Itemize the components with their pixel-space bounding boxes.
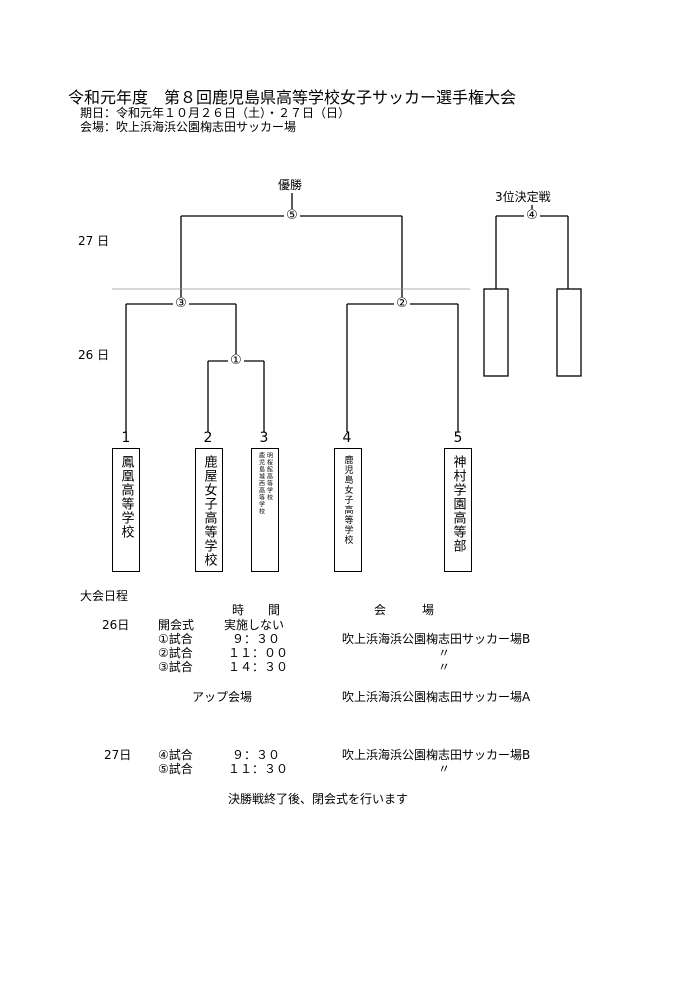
warmup-venue: 吹上浜海浜公園椈志田サッカー場A bbox=[342, 690, 531, 704]
event-venue: 会場：吹上浜海浜公園椈志田サッカー場 bbox=[80, 120, 297, 134]
schedule-time: 実施しない bbox=[224, 618, 285, 632]
match-3-node: ③ bbox=[173, 297, 189, 311]
team-name-5: 神村学園高等部 bbox=[450, 455, 466, 553]
schedule-col-time: 時 間 bbox=[232, 603, 281, 617]
team-number-2: 2 bbox=[203, 430, 213, 446]
team-number-3: 3 bbox=[259, 430, 269, 446]
match-4-node: ④ bbox=[524, 209, 540, 223]
schedule-venue: 〃 bbox=[438, 646, 451, 660]
schedule-day: 26日 bbox=[102, 618, 130, 632]
day26-label: 26 日 bbox=[78, 348, 110, 362]
match-1-node: ① bbox=[228, 354, 244, 368]
schedule-event: ①試合 bbox=[158, 632, 193, 646]
match-5-node: ⑤ bbox=[284, 209, 300, 223]
schedule-event: ③試合 bbox=[158, 660, 193, 674]
team-box-5: 神村学園高等部 bbox=[444, 448, 472, 572]
team-number-1: 1 bbox=[121, 430, 131, 446]
schedule-venue: 吹上浜海浜公園椈志田サッカー場B bbox=[342, 748, 531, 762]
schedule-day: 27日 bbox=[104, 748, 132, 762]
schedule-venue: 〃 bbox=[438, 660, 451, 674]
match-2-node: ② bbox=[394, 297, 410, 311]
schedule-footer: 決勝戦終了後、閉会式を行います bbox=[228, 792, 409, 806]
day27-label: 27 日 bbox=[78, 234, 110, 248]
third-place-label: 3位決定戦 bbox=[495, 190, 551, 204]
schedule-venue: 吹上浜海浜公園椈志田サッカー場B bbox=[342, 632, 531, 646]
team-name-4: 鹿児島女子高等学校 bbox=[342, 455, 353, 545]
team-box-1: 鳳凰高等学校 bbox=[112, 448, 140, 572]
schedule-col-venue: 会 場 bbox=[374, 603, 435, 617]
schedule-heading: 大会日程 bbox=[80, 589, 129, 603]
schedule-time: １４：３０ bbox=[228, 660, 289, 674]
champion-label: 優勝 bbox=[278, 178, 303, 192]
schedule-event: ⑤試合 bbox=[158, 762, 193, 776]
team-box-2: 鹿屋女子高等学校 bbox=[195, 448, 223, 572]
schedule-event: 開会式 bbox=[158, 618, 195, 632]
schedule-time: ９：３０ bbox=[232, 748, 281, 762]
schedule-time: １１：３０ bbox=[228, 762, 289, 776]
team-number-4: 4 bbox=[342, 430, 352, 446]
schedule-event: ②試合 bbox=[158, 646, 193, 660]
team-name-3a: 鹿児島城西高等学校 bbox=[257, 452, 265, 515]
page-title: 令和元年度 第８回鹿児島県高等学校女子サッカー選手権大会 bbox=[68, 88, 517, 107]
team-box-3: 鹿児島城西高等学校 明桜館高等学校 bbox=[251, 448, 279, 572]
team-name-1: 鳳凰高等学校 bbox=[118, 455, 134, 539]
event-dates: 期日：令和元年１０月２６日（土）・２７日（日） bbox=[80, 106, 351, 120]
team-name-3b: 明桜館高等学校 bbox=[265, 452, 273, 501]
team-box-4: 鹿児島女子高等学校 bbox=[334, 448, 362, 572]
schedule-time: ９：３０ bbox=[232, 632, 281, 646]
schedule-time: １１：００ bbox=[228, 646, 289, 660]
team-name-2: 鹿屋女子高等学校 bbox=[201, 455, 217, 567]
warmup-label: アップ会場 bbox=[192, 690, 253, 704]
schedule-venue: 〃 bbox=[438, 762, 451, 776]
schedule-event: ④試合 bbox=[158, 748, 193, 762]
team-number-5: 5 bbox=[453, 430, 463, 446]
